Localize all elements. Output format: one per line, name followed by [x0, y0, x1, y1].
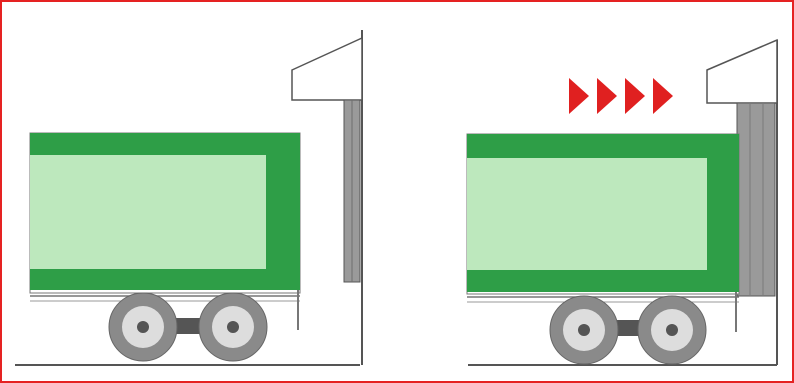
- panel-before: [15, 30, 363, 366]
- arrow-3: [625, 78, 645, 114]
- arrow-4: [653, 78, 673, 114]
- panel-after: [466, 38, 778, 366]
- direction-arrows: [569, 78, 673, 114]
- wheel: [108, 292, 178, 362]
- dock-shelter-hood: [291, 36, 363, 101]
- wheel: [198, 292, 268, 362]
- trailer-panel-inner: [467, 158, 707, 270]
- dock-shelter-hood: [706, 38, 778, 104]
- seal-pad-compressed: [736, 102, 776, 297]
- arrow-2: [597, 78, 617, 114]
- wheel: [549, 295, 619, 365]
- trailer-panel-inner: [30, 155, 266, 269]
- arrow-1: [569, 78, 589, 114]
- wheel: [637, 295, 707, 365]
